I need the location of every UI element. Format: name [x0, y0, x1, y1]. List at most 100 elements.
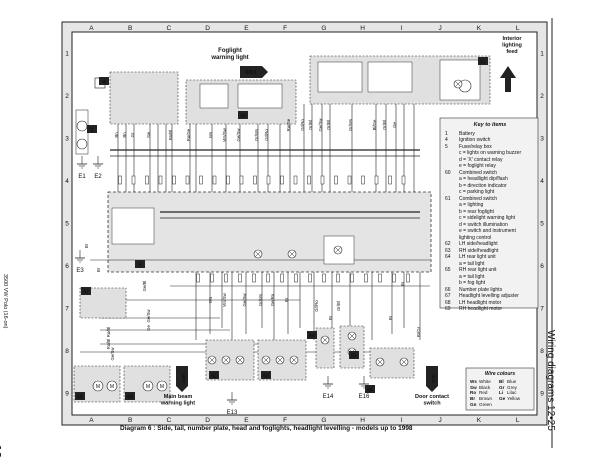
lamp-icon: [207, 355, 217, 365]
key-item: c = parking light: [445, 189, 535, 196]
key-item-text: RH headlight motor: [459, 306, 503, 312]
ignition-switch: [109, 71, 179, 125]
key-item-number: 1: [445, 130, 448, 137]
wire-colour-name: Lilac: [507, 390, 517, 396]
grid-row-label: 9: [65, 391, 69, 398]
key-item-text: Combined switch: [459, 195, 498, 202]
grid-col-label: A: [89, 417, 94, 424]
lamp-icon: [453, 79, 463, 89]
key-item: c = lights on warning buzzer: [445, 150, 535, 157]
wire-colour-label: Ge/Ro: [270, 293, 275, 306]
svg-text:M: M: [96, 384, 100, 390]
key-title: Key to items: [473, 122, 507, 128]
wire-colour-label: Ws: [208, 132, 213, 138]
svg-text:66: 66: [367, 387, 373, 393]
motor-icon: M: [156, 380, 168, 392]
wire-colour-label: Sw: [146, 131, 151, 138]
key-item: d = 'X' contact relay: [445, 157, 535, 164]
connector-pin: [293, 175, 298, 185]
connector-pin: [239, 175, 244, 185]
earth-e2: E2: [94, 174, 102, 180]
connector-pin: [364, 273, 368, 283]
key-item-text: a = tail light: [459, 260, 485, 267]
grid-col-label: H: [360, 25, 365, 32]
lamp-icon: [347, 331, 357, 341]
svg-text:68: 68: [77, 394, 83, 400]
key-item-text: RH rear light unit: [459, 267, 497, 273]
main-beam-ref: 5/K8: [181, 373, 186, 383]
connector-pin: [280, 273, 284, 283]
wire-colour-label: Ws/Sw: [222, 292, 227, 306]
lamp-icon: [287, 249, 297, 259]
motor-icon: M: [142, 380, 154, 392]
grid-row-label: 2: [540, 93, 544, 100]
connector-pin: [172, 175, 176, 185]
connector-pin: [226, 175, 230, 185]
lamp-icon: [261, 355, 271, 365]
grid-row-label: 8: [540, 348, 544, 355]
wire-colours-title: Wire colours: [484, 371, 516, 377]
door-ref: 7/L9: [431, 373, 436, 383]
grid-col-label: K: [477, 25, 482, 32]
key-item-text: lighting control: [459, 234, 492, 241]
component-badge: 62: [209, 371, 219, 379]
component-badge: 4: [99, 77, 109, 85]
key-item-text: Battery: [459, 130, 475, 137]
connector-pin: [252, 273, 256, 283]
lamp-icon: [289, 355, 299, 365]
wire-colour-name: Blue: [507, 378, 517, 384]
wire-colour-name: Brown: [479, 396, 493, 402]
wire-colour-code: Sw: [470, 384, 477, 390]
connector-pin: [392, 273, 396, 283]
lh-rear-light: [315, 327, 335, 369]
key-item: b = direction indicator: [445, 183, 535, 190]
wire-colour-label: Ge: [392, 122, 397, 128]
connector-pin: [308, 273, 312, 283]
component-badge: 68: [75, 392, 85, 400]
key-item-text: e = switch and instrument: [459, 228, 516, 234]
grid-col-label: L: [516, 417, 520, 424]
lamp-icon: [221, 355, 231, 365]
connector-pin: [334, 175, 338, 185]
wires: [117, 104, 421, 340]
grid-row-label: 1: [540, 50, 544, 57]
connector-pin: [280, 175, 284, 185]
grid-col-label: H: [360, 417, 365, 424]
grid-col-label: C: [167, 417, 172, 424]
svg-text:65: 65: [351, 353, 357, 359]
lamp-icon: [375, 357, 385, 367]
component-badge: 61: [478, 57, 488, 65]
wire-colour-label: Gr/Ws: [258, 294, 263, 306]
earth-icon: [75, 250, 85, 263]
key-item: a = tail light: [445, 261, 535, 268]
key-item-text: LH rear light unit: [459, 254, 496, 260]
grid-row-label: 2: [65, 93, 69, 100]
wire-colour-label: Gr/Ws: [254, 129, 259, 141]
key-item-number: 68: [445, 299, 451, 306]
key-item-text: d = switch illumination: [459, 221, 508, 228]
key-item-text: LH side/headlight: [459, 241, 498, 247]
key-item-text: b = fog light: [459, 280, 485, 286]
svg-text:5: 5: [139, 262, 142, 268]
wire-colour-name: Black: [479, 384, 491, 390]
key-item-text: a = tail light: [459, 273, 485, 280]
key-item-number: 62: [445, 241, 451, 247]
key-item-text: Fuse/relay box: [459, 143, 492, 150]
wire-colour-label: Br: [328, 315, 333, 320]
battery-symbol: [75, 109, 89, 155]
connector-pin: [401, 175, 406, 185]
wire-colour-code: Li: [499, 390, 504, 396]
key-item-text: RH side/headlight: [459, 247, 499, 254]
grid-col-label: G: [321, 25, 326, 32]
wire-colour-label: Bn: [114, 132, 119, 138]
component-badge: 69: [125, 392, 135, 400]
wire-colour-code: Gn: [470, 401, 477, 407]
grid-row-label: 6: [540, 263, 544, 270]
key-item-number: 65: [445, 267, 451, 273]
key-item-text: a = headlight dip/flash: [459, 176, 508, 182]
svg-text:62: 62: [211, 373, 217, 379]
key-item-number: 63: [445, 247, 451, 254]
